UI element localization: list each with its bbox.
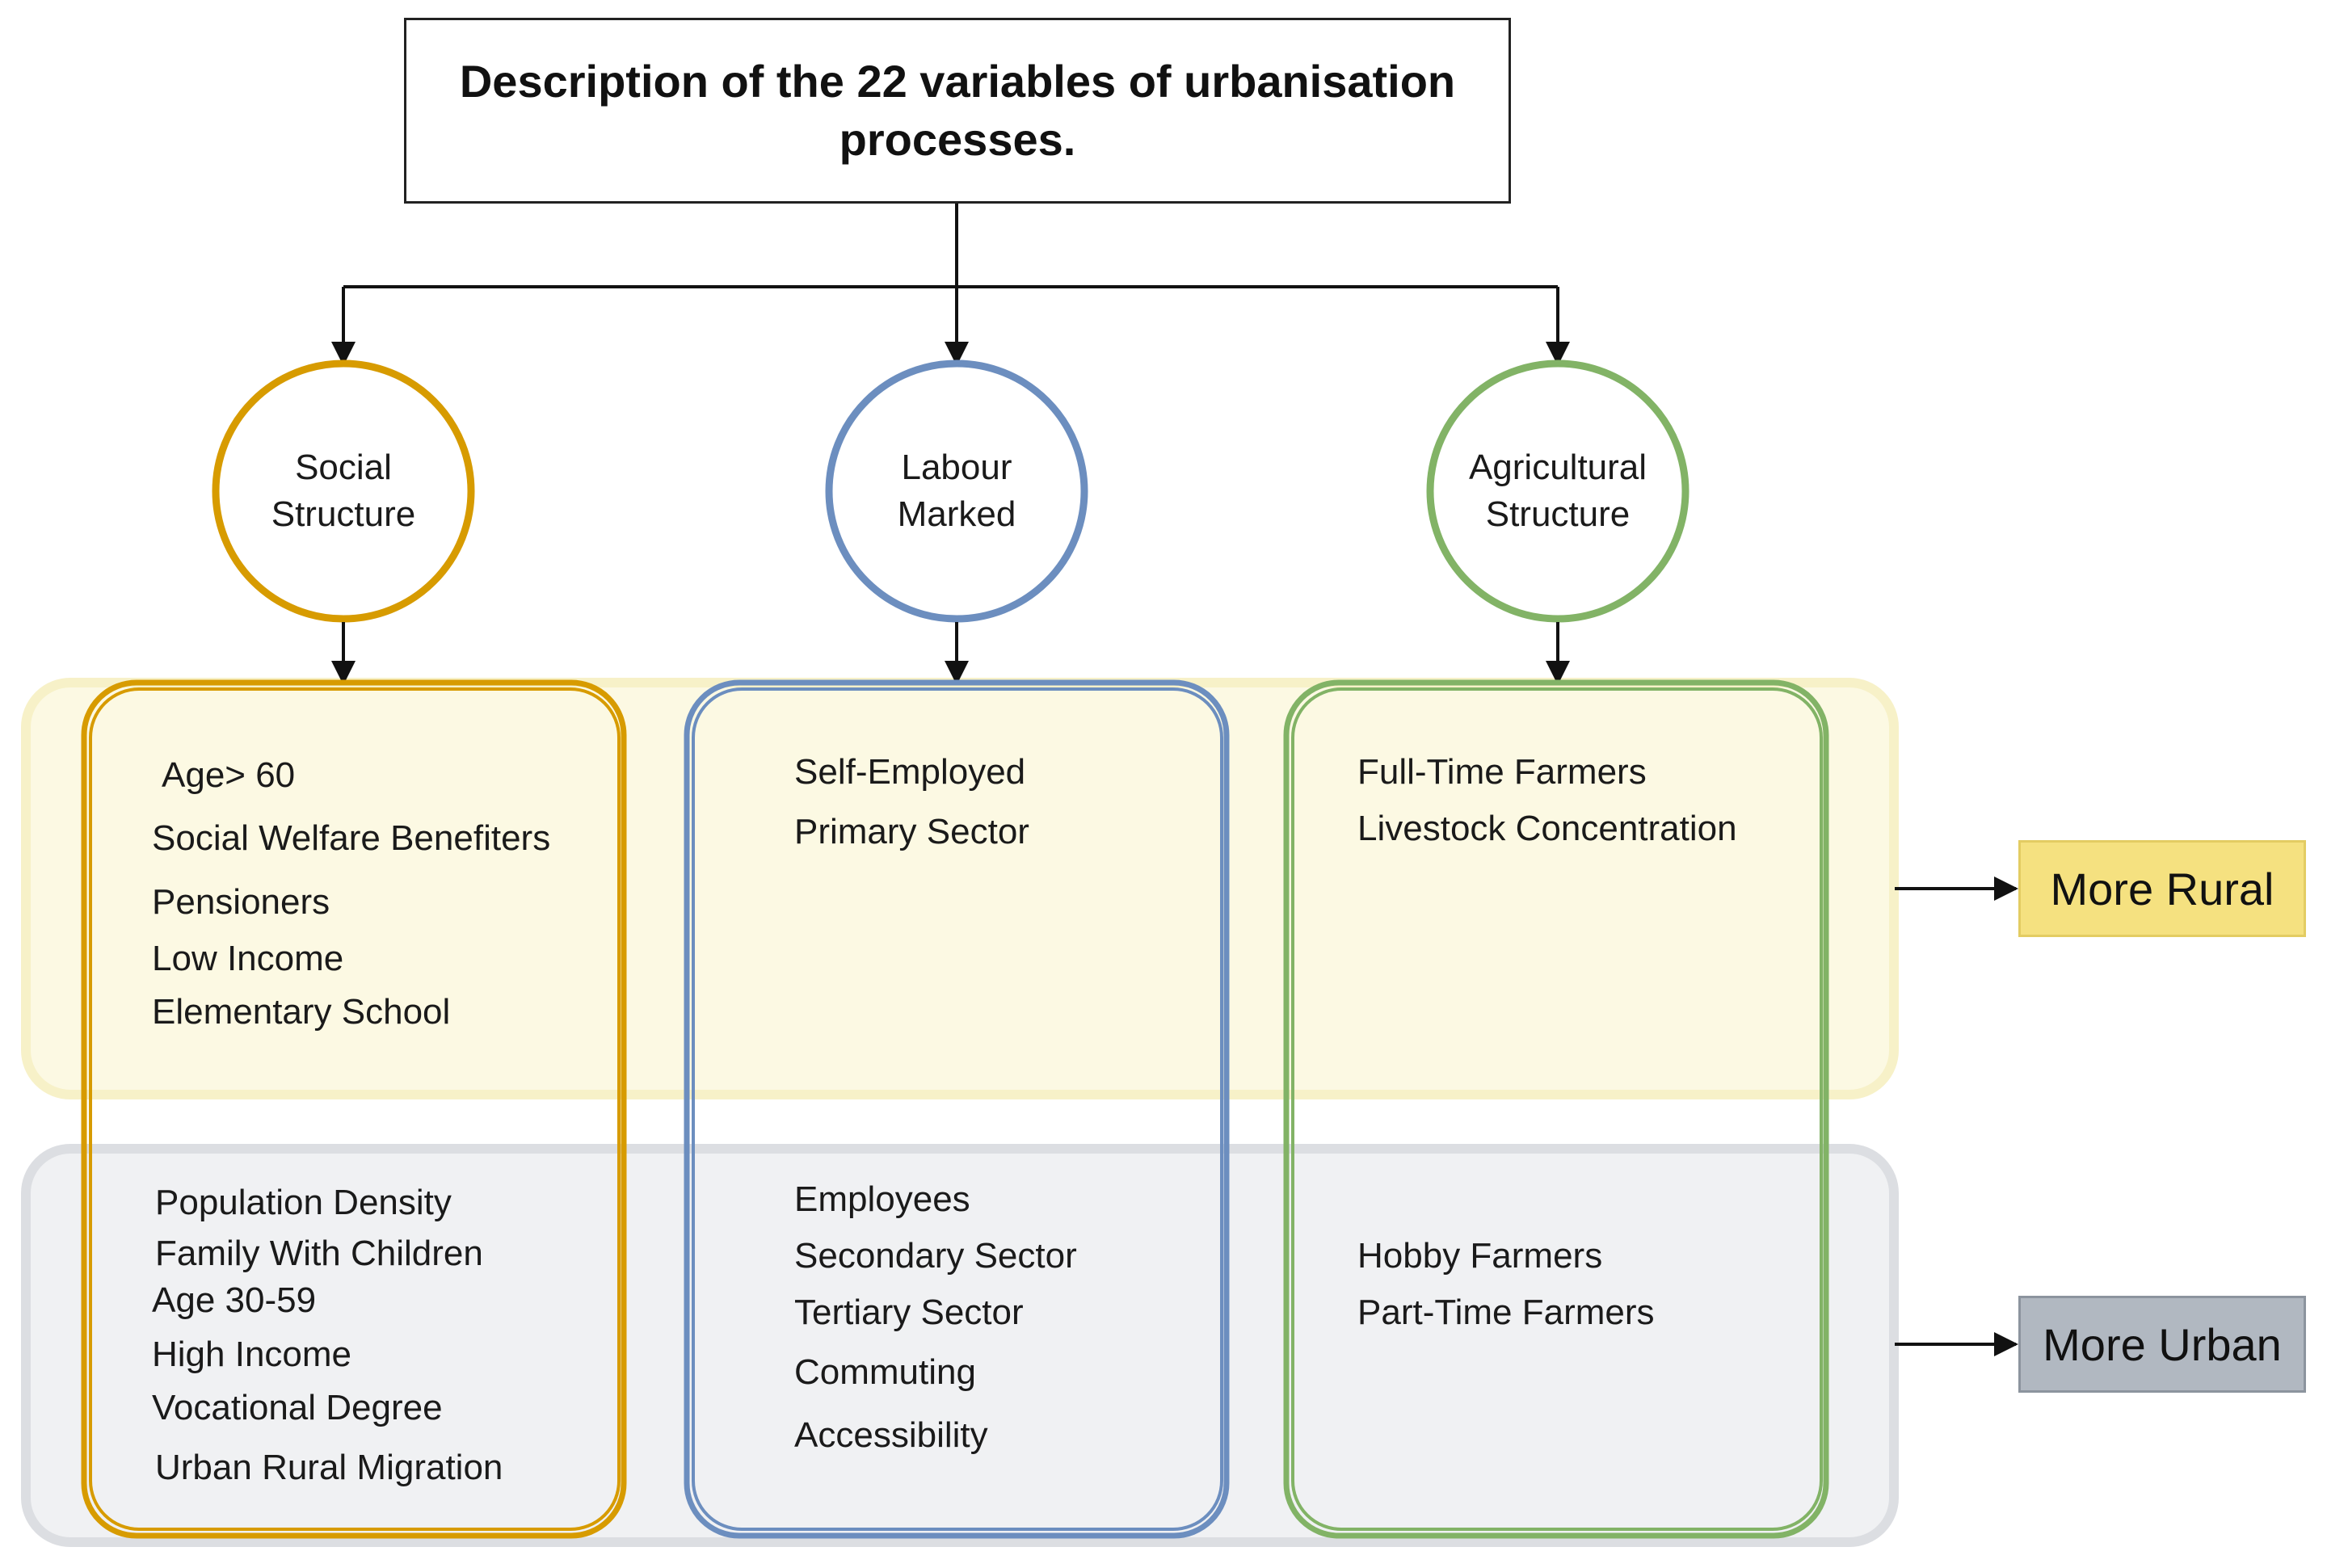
social-label-line2: Structure <box>271 494 416 534</box>
agricultural-label-line2: Structure <box>1485 494 1631 534</box>
list-item: Hobby Farmers <box>1357 1236 1603 1276</box>
list-item: Commuting <box>794 1352 976 1392</box>
list-item: Low Income <box>152 939 344 978</box>
urban-band <box>21 1144 1899 1547</box>
list-item: Social Welfare Benefiters <box>152 818 551 858</box>
social-label-line1: Social <box>295 448 392 487</box>
more-rural-legend: More Rural <box>2018 840 2306 937</box>
agricultural-structure-box <box>1283 679 1829 1539</box>
list-item: Secondary Sector <box>794 1236 1077 1276</box>
list-item: Pensioners <box>152 882 330 922</box>
labour-marked-circle <box>825 359 1088 623</box>
agricultural-label-line1: Agricultural <box>1468 448 1647 487</box>
list-item: Age 30-59 <box>152 1280 317 1320</box>
more-urban-legend: More Urban <box>2018 1296 2306 1393</box>
list-item: Elementary School <box>152 992 451 1032</box>
labour-marked-label: Labour Marked <box>835 444 1078 538</box>
list-item: Part-Time Farmers <box>1357 1293 1655 1332</box>
labour-label-line1: Labour <box>901 448 1012 487</box>
labour-marked-box <box>684 679 1230 1539</box>
agricultural-structure-label: Agricultural Structure <box>1437 444 1679 538</box>
list-item: Family With Children <box>155 1234 483 1273</box>
title-box: Description of the 22 variables of urban… <box>404 18 1511 204</box>
list-item: Accessibility <box>794 1415 988 1455</box>
labour-label-line2: Marked <box>897 494 1016 534</box>
list-item: Primary Sector <box>794 812 1029 851</box>
social-structure-box <box>81 679 627 1539</box>
category-connectors <box>331 622 1570 685</box>
diagram-title: Description of the 22 variables of urban… <box>459 56 1456 165</box>
list-item: Age> 60 <box>162 755 296 795</box>
list-item: Full-Time Farmers <box>1357 752 1647 792</box>
list-item: Vocational Degree <box>152 1388 443 1427</box>
list-item: High Income <box>152 1335 352 1374</box>
list-item: Livestock Concentration <box>1357 809 1737 848</box>
list-item: Urban Rural Migration <box>155 1448 503 1487</box>
social-structure-circle <box>212 359 475 623</box>
agricultural-structure-circle <box>1426 359 1689 623</box>
social-structure-label: Social Structure <box>222 444 465 538</box>
list-item: Employees <box>794 1179 970 1219</box>
list-item: Population Density <box>155 1183 452 1222</box>
list-item: Tertiary Sector <box>794 1293 1024 1332</box>
list-item: Self-Employed <box>794 752 1026 792</box>
title-connectors <box>331 204 1570 366</box>
